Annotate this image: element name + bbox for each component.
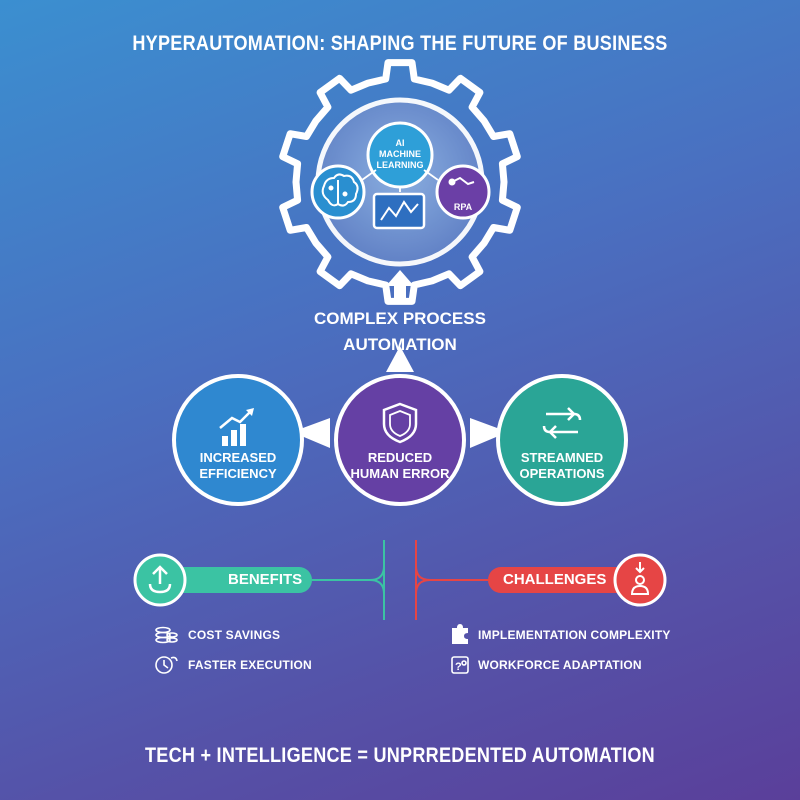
outcome-connectors: [292, 346, 508, 448]
download-person-icon: [630, 562, 650, 595]
benefit-item-faster-execution: FASTER EXECUTION: [188, 658, 312, 672]
gear-outline: [279, 59, 521, 305]
challenges-pill: [488, 553, 667, 607]
footer-tagline: TECH + INTELLIGENCE = UNPRREDENTED AUTOM…: [145, 744, 655, 767]
question-person-icon: ?: [451, 656, 469, 674]
brain-icon: [321, 173, 359, 207]
robot-arm-icon: [448, 176, 475, 186]
challenge-item-workforce: WORKFORCE ADAPTATION: [478, 658, 642, 672]
swap-arrows-icon: [542, 407, 582, 439]
benefit-item-cost-savings: COST SAVINGS: [188, 628, 281, 642]
rpa-label: RPA: [453, 202, 473, 212]
outcome-circle-1: [334, 374, 466, 506]
analytics-node: [372, 192, 426, 230]
outcome-circle-0: [172, 374, 304, 506]
benefits-label: BENEFITS: [228, 571, 303, 588]
flow-arrows: [361, 169, 439, 192]
up-arrow: [386, 270, 414, 300]
ai-circle: [366, 121, 434, 189]
upload-icon: [148, 565, 172, 594]
ai-label: AI MACHINE LEARNING: [376, 138, 424, 170]
brain-node: [310, 164, 366, 220]
bar-chart-up-icon: [219, 408, 254, 446]
challenges-label: CHALLENGES: [503, 571, 607, 588]
coins-icon: [155, 626, 178, 644]
clock-icon: [155, 656, 178, 674]
process-label: COMPLEX PROCESS AUTOMATION: [314, 309, 486, 354]
page-title: HYPERAUTOMATION: SHAPING THE FUTURE OF B…: [132, 32, 668, 55]
puzzle-icon: [452, 624, 468, 644]
svg-text:?: ?: [455, 661, 462, 673]
benefits-pill: [133, 553, 312, 607]
challenge-item-implementation: IMPLEMENTATION COMPLEXITY: [478, 628, 671, 642]
line-chart-icon: [380, 200, 419, 221]
divider-lines: [312, 540, 488, 620]
rpa-node: [435, 164, 491, 220]
outcome-circle-2: [496, 374, 628, 506]
shield-icon: [382, 402, 418, 444]
